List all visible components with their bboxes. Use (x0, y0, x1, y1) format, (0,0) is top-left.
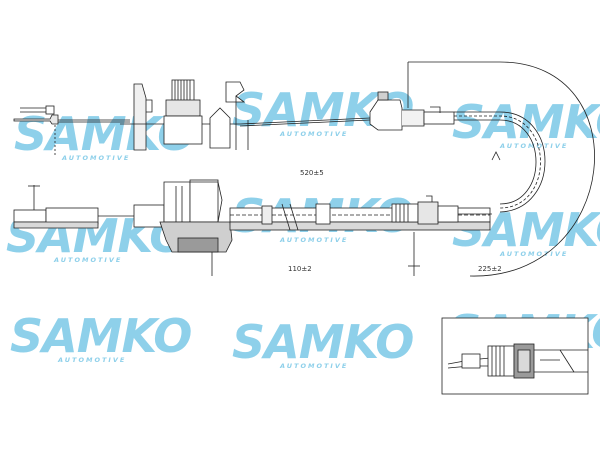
bend-marker (491, 151, 501, 161)
watermark-sub: AUTOMOTIVE (279, 130, 348, 138)
detail-sheath (534, 349, 588, 373)
adjuster-thread-lines (174, 80, 191, 102)
watermark-sub: AUTOMOTIVE (499, 250, 568, 258)
ferrule (369, 99, 403, 131)
cable-u-bend-center (454, 115, 541, 209)
ferrule-tab (430, 106, 441, 113)
watermark-sub: AUTOMOTIVE (57, 356, 126, 364)
detail-thread (491, 346, 505, 376)
section-end-eye (13, 209, 47, 223)
end-fitting-lines (20, 107, 46, 113)
detail-inset (441, 317, 589, 395)
watermark-sub: AUTOMOTIVE (279, 236, 348, 244)
end-fitting (45, 105, 55, 115)
bracket-plate (133, 83, 147, 151)
adjuster-body (163, 115, 203, 145)
section-tab (426, 195, 433, 202)
cable-u-bend-inner (454, 119, 537, 205)
section-view (13, 179, 492, 276)
bracket-step (146, 99, 153, 113)
dimension-label: 520±5 (300, 169, 324, 177)
watermark: SAMKO AUTOMOTIVE (452, 95, 600, 150)
section-nut (417, 201, 439, 225)
detail-break (559, 349, 575, 373)
section-housing-edge (190, 181, 223, 223)
cable-outer (239, 119, 371, 127)
section-cable-hatch (229, 221, 491, 231)
dimension-label: 110±2 (288, 265, 312, 273)
section-break-mark (281, 203, 299, 231)
ferrule-tube (402, 109, 425, 127)
watermark-brand: SAMKO (452, 95, 600, 149)
section-boot-lines (175, 186, 183, 222)
watermark-sub: AUTOMOTIVE (499, 142, 568, 150)
ferrule-cap (377, 91, 389, 101)
section-housing (189, 179, 219, 223)
top-view (13, 61, 595, 277)
detail-nut-inner (517, 349, 531, 373)
section-collar (315, 203, 331, 225)
watermark-sub: AUTOMOTIVE (61, 154, 130, 162)
cable-outer (239, 117, 371, 125)
section-sleeve-lines (395, 204, 409, 222)
watermark: SAMKO AUTOMOTIVE (10, 309, 192, 364)
dimension-label: 225±2 (478, 265, 502, 273)
watermark: SAMKO AUTOMOTIVE (232, 315, 414, 370)
watermark-sub: AUTOMOTIVE (279, 362, 348, 370)
watermark-brand: SAMKO (232, 315, 413, 369)
section-boot (163, 181, 191, 223)
section-hatch (13, 221, 99, 229)
watermark-brand: SAMKO (10, 309, 191, 363)
section-adjuster (133, 204, 165, 228)
watermark-sub: AUTOMOTIVE (53, 256, 122, 264)
adjuster-nut (165, 99, 201, 117)
dimension-labels: 520±5 110±2 225±2 (288, 169, 502, 273)
section-ferrule (437, 205, 459, 223)
cable-u-bend-outer (454, 111, 546, 213)
section-base-insert (177, 237, 219, 253)
cable-end-eye (13, 114, 59, 125)
seal-boot (209, 107, 231, 149)
section-collar (261, 205, 273, 225)
ferrule-sleeve (423, 111, 455, 125)
detail-fitting (461, 353, 481, 369)
